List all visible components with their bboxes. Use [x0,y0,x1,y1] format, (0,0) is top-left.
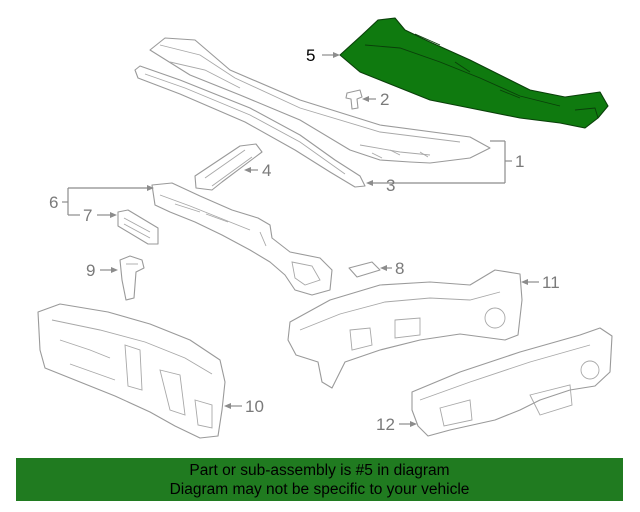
callout-8: 8 [395,259,404,278]
dash-panel-upper-part-6 [151,182,333,296]
dash-panel-part-11 [287,269,523,389]
banner-line-1: Part or sub-assembly is #5 in diagram [189,462,450,479]
dash-panel-part-10 [37,303,226,439]
banner-line-2: Diagram may not be specific to your vehi… [169,481,470,498]
callout-7: 7 [83,206,92,225]
callout-11: 11 [542,273,560,292]
callout-12: 12 [376,415,395,434]
callout-10: 10 [245,397,264,416]
highlighted-panel-part-5 [339,17,609,129]
cowl-seal-part-3 [134,65,366,188]
info-banner: Part or sub-assembly is #5 in diagram Di… [16,458,623,501]
callout-4: 4 [262,161,271,180]
callout-5: 5 [306,46,315,65]
callout-1: 1 [515,152,524,171]
leader-lines [62,52,539,427]
callout-6: 6 [49,193,58,212]
pad-part-7 [117,209,159,245]
bracket-part-4 [194,143,263,191]
hose-part-9 [119,255,145,301]
callout-3: 3 [386,176,395,195]
callout-9: 9 [86,261,95,280]
plug-part-8 [348,261,381,278]
clip-part-2 [345,89,363,110]
parts-diagram: 1 2 3 4 5 6 7 8 9 10 11 12 [37,17,613,439]
cowl-panel-part-1 [149,37,491,164]
callout-2: 2 [380,90,389,109]
dash-panel-part-12 [411,327,613,437]
